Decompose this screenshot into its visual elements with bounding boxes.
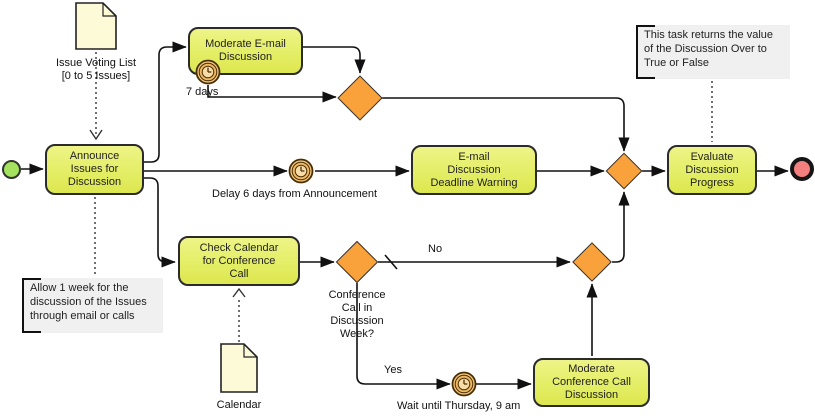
end-event: [790, 157, 814, 181]
annotation-evaluate-note: This task returns the value of the Discu…: [636, 25, 790, 79]
flow-boundary-timer-to-gateway1: [207, 85, 337, 103]
label-issue-voting-list: Issue Voting List [0 to 5 Issues]: [55, 57, 137, 82]
start-event: [2, 160, 21, 179]
label-seven-days: 7 days: [186, 86, 219, 98]
label-no: No: [428, 243, 443, 255]
task-email-deadline-warning: E-mail Discussion Deadline Warning: [411, 145, 537, 195]
label-yes: Yes: [384, 364, 402, 376]
label-delay-six-days: Delay 6 days from Announcement: [212, 188, 378, 200]
open-arrowhead-up-icon: [232, 287, 246, 298]
task-evaluate-progress-label: Evaluate Discussion Progress: [685, 150, 739, 189]
task-check-calendar: Check Calendar for Conference Call: [178, 236, 300, 286]
task-moderate-email-discussion-label: Moderate E-mail Discussion: [205, 38, 286, 63]
open-arrowhead-down-icon: [89, 129, 103, 141]
boundary-timer-icon: [195, 59, 221, 85]
task-moderate-conference-call: Moderate Conference Call Discussion: [533, 358, 650, 407]
flow-merge2-to-merge-gateway: [612, 191, 630, 263]
flow-decision-yes-to-wait-timer: [356, 283, 451, 390]
task-announce-issues: Announce Issues for Discussion: [45, 144, 144, 195]
document-icon-issue-voting-list: [75, 2, 117, 55]
label-calendar: Calendar: [216, 399, 262, 411]
flow-gateway1-to-merge-gateway: [382, 97, 630, 152]
task-email-deadline-warning-label: E-mail Discussion Deadline Warning: [430, 150, 518, 189]
task-moderate-conference-call-label: Moderate Conference Call Discussion: [552, 363, 631, 401]
document-icon-calendar: [220, 343, 258, 398]
label-wait-thursday: Wait until Thursday, 9 am: [397, 400, 521, 412]
task-check-calendar-label: Check Calendar for Conference Call: [199, 241, 279, 280]
delay-timer-icon: [288, 158, 314, 184]
wait-timer-icon: [451, 371, 477, 397]
task-announce-issues-label: Announce Issues for Discussion: [67, 150, 122, 188]
task-evaluate-progress: Evaluate Discussion Progress: [667, 145, 757, 195]
flow-moderate-email-to-gateway1: [303, 46, 366, 74]
default-flow-slash-marker: [384, 254, 398, 270]
annotation-discussion-note: Allow 1 week for the discussion of the I…: [22, 278, 163, 333]
flow-announce-to-moderate-email: [144, 41, 187, 163]
flow-announce-to-check-calendar: [144, 177, 176, 268]
label-conference-question: Conference Call in Discussion Week?: [328, 289, 386, 340]
